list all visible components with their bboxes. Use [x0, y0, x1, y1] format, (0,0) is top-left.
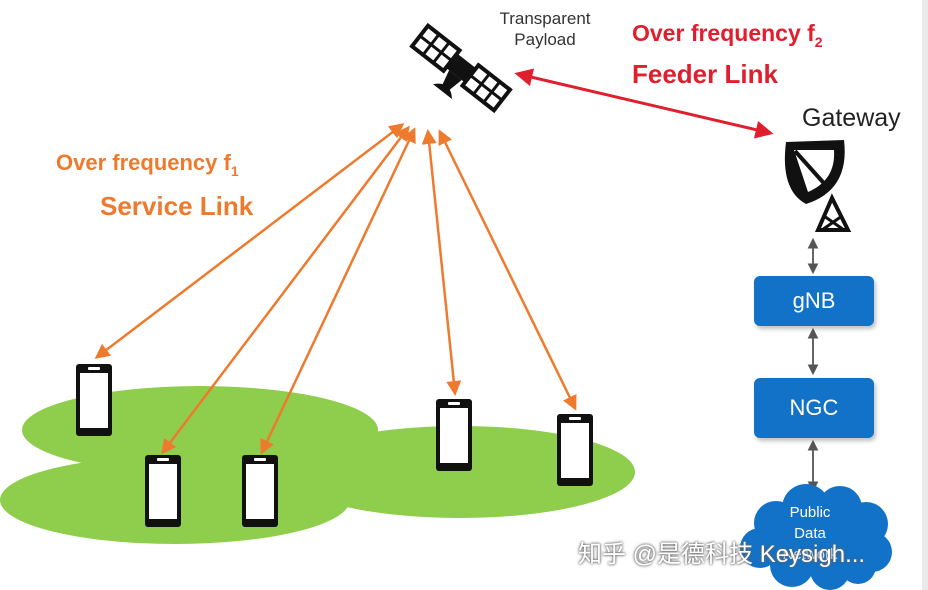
feeder-frequency-subscript: 2: [814, 34, 823, 50]
service-links: [94, 123, 577, 455]
service-link-label: Service Link: [100, 191, 254, 221]
feeder-link-label: Feeder Link: [632, 59, 778, 89]
phone-icon: [76, 364, 112, 436]
feeder-frequency-text: Over frequency f: [632, 20, 815, 46]
pdn-line2: Data: [794, 525, 826, 542]
service-link-arrow-5: [438, 129, 577, 411]
public-data-network-label: Public Data Network: [772, 502, 848, 565]
gnb-node: gNB: [754, 276, 874, 326]
pdn-line1: Public: [789, 504, 831, 521]
satellite-icon: [409, 22, 513, 114]
satellite-label: Transparent Payload: [478, 8, 612, 50]
pdn-line3: Network: [782, 546, 838, 563]
ngc-node: NGC: [754, 378, 874, 438]
watermark: 知乎 @是德科技 Keysigh...: [578, 541, 866, 568]
service-frequency-label: Over frequency f1: [56, 150, 239, 179]
satellite-label-line1: Transparent: [499, 9, 591, 28]
page-edge-bar: [922, 0, 928, 590]
feeder-frequency-label: Over frequency f2: [632, 20, 823, 50]
phone-icon: [145, 455, 181, 527]
service-frequency-text: Over frequency f: [56, 150, 231, 175]
cloud-icon: [740, 484, 892, 590]
service-link-arrow-4: [421, 129, 462, 396]
phone-icon: [557, 414, 593, 486]
service-frequency-subscript: 1: [230, 163, 239, 179]
feeder-link-arrow: [514, 68, 774, 139]
gateway-dish-icon: [784, 140, 852, 232]
satellite-label-line2: Payload: [514, 30, 576, 49]
phone-icon: [436, 399, 472, 471]
gateway-label: Gateway: [802, 104, 901, 132]
phone-icon: [242, 455, 278, 527]
service-link-arrow-3: [260, 127, 416, 455]
